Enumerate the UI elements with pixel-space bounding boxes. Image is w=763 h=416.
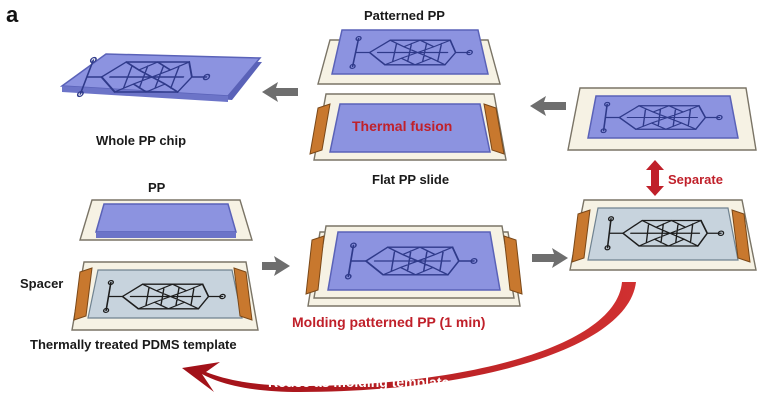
flat-pp-slide-assembly [309, 93, 507, 161]
label-whole-pp-chip: Whole PP chip [96, 133, 187, 148]
whole-pp-chip [59, 53, 262, 102]
arrow-to-molding [262, 256, 290, 276]
molding-assembly [305, 225, 523, 307]
reuse-arc [182, 282, 636, 392]
arrow-to-whole-chip [262, 82, 298, 102]
separate-arrow [646, 160, 664, 196]
label-patterned-pp: Patterned PP [364, 8, 445, 23]
label-reuse: Reuse as molding template [268, 374, 450, 390]
patterned-pp-assembly [317, 29, 501, 85]
pdms-template [71, 261, 259, 331]
pdms-template-reused [569, 199, 757, 271]
arrow-to-fusion [530, 96, 566, 116]
label-pp: PP [148, 180, 166, 195]
arrow-to-separate [532, 248, 568, 268]
label-spacer: Spacer [20, 276, 64, 291]
panel-letter: a [6, 2, 19, 27]
label-separate: Separate [668, 172, 723, 187]
label-pdms-template: Thermally treated PDMS template [30, 337, 237, 352]
label-thermal-fusion: Thermal fusion [352, 118, 453, 134]
gray-arrows [262, 82, 568, 276]
label-molding: Molding patterned PP (1 min) [292, 314, 486, 330]
label-flat-pp-slide: Flat PP slide [372, 172, 450, 187]
demolded-patterned-pp [567, 87, 757, 151]
pp-plate [79, 199, 253, 241]
